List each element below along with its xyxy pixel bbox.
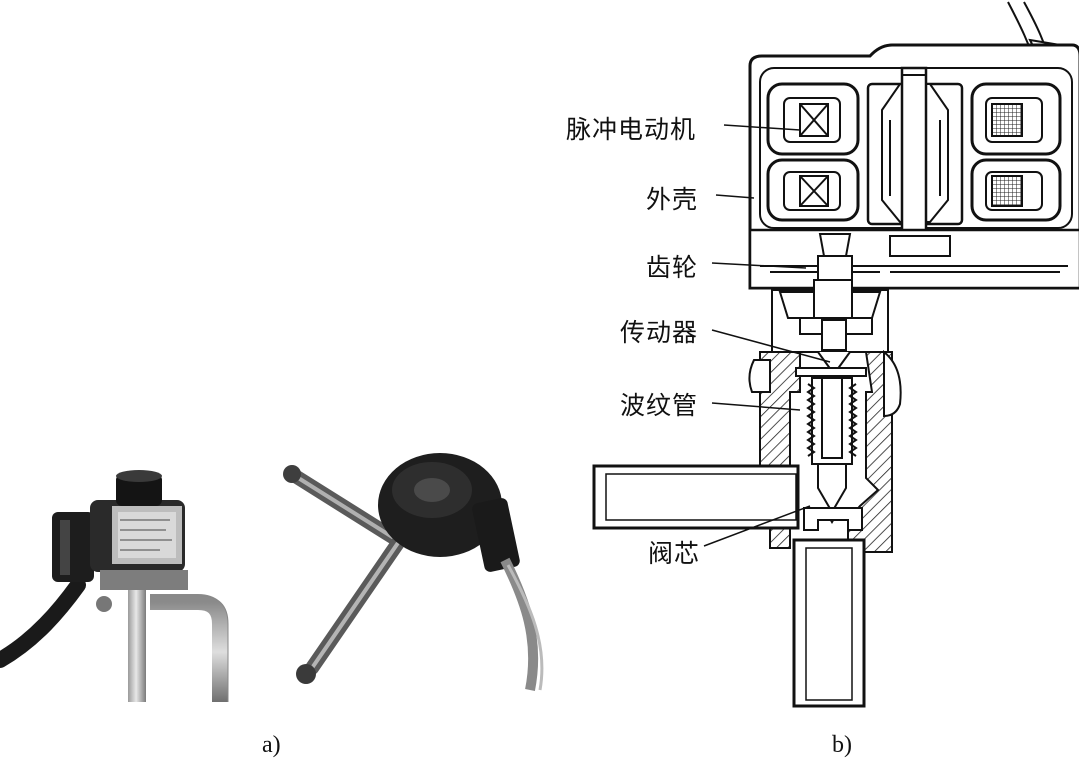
caption-b: b) (832, 732, 852, 758)
label-housing: 外壳 (646, 185, 699, 214)
expansion-valve-photo-2 (283, 453, 544, 691)
expansion-valve-photo-1 (0, 470, 229, 702)
label-valve-core: 阀芯 (648, 539, 701, 568)
label-actuator: 传动器 (620, 318, 699, 347)
leader-lines (703, 124, 831, 547)
label-bellows: 波纹管 (620, 391, 699, 420)
leader-valve-core (703, 505, 811, 547)
leader-actuator (711, 329, 831, 363)
label-pulse-motor: 脉冲电动机 (566, 115, 697, 144)
caption-a: a) (262, 732, 281, 758)
valve-cross-section (592, 1, 1079, 708)
leader-housing (715, 194, 755, 199)
leader-bellows (711, 402, 801, 411)
label-gear: 齿轮 (646, 253, 699, 282)
leader-gear (711, 262, 807, 269)
leader-pulse-motor (723, 124, 801, 131)
